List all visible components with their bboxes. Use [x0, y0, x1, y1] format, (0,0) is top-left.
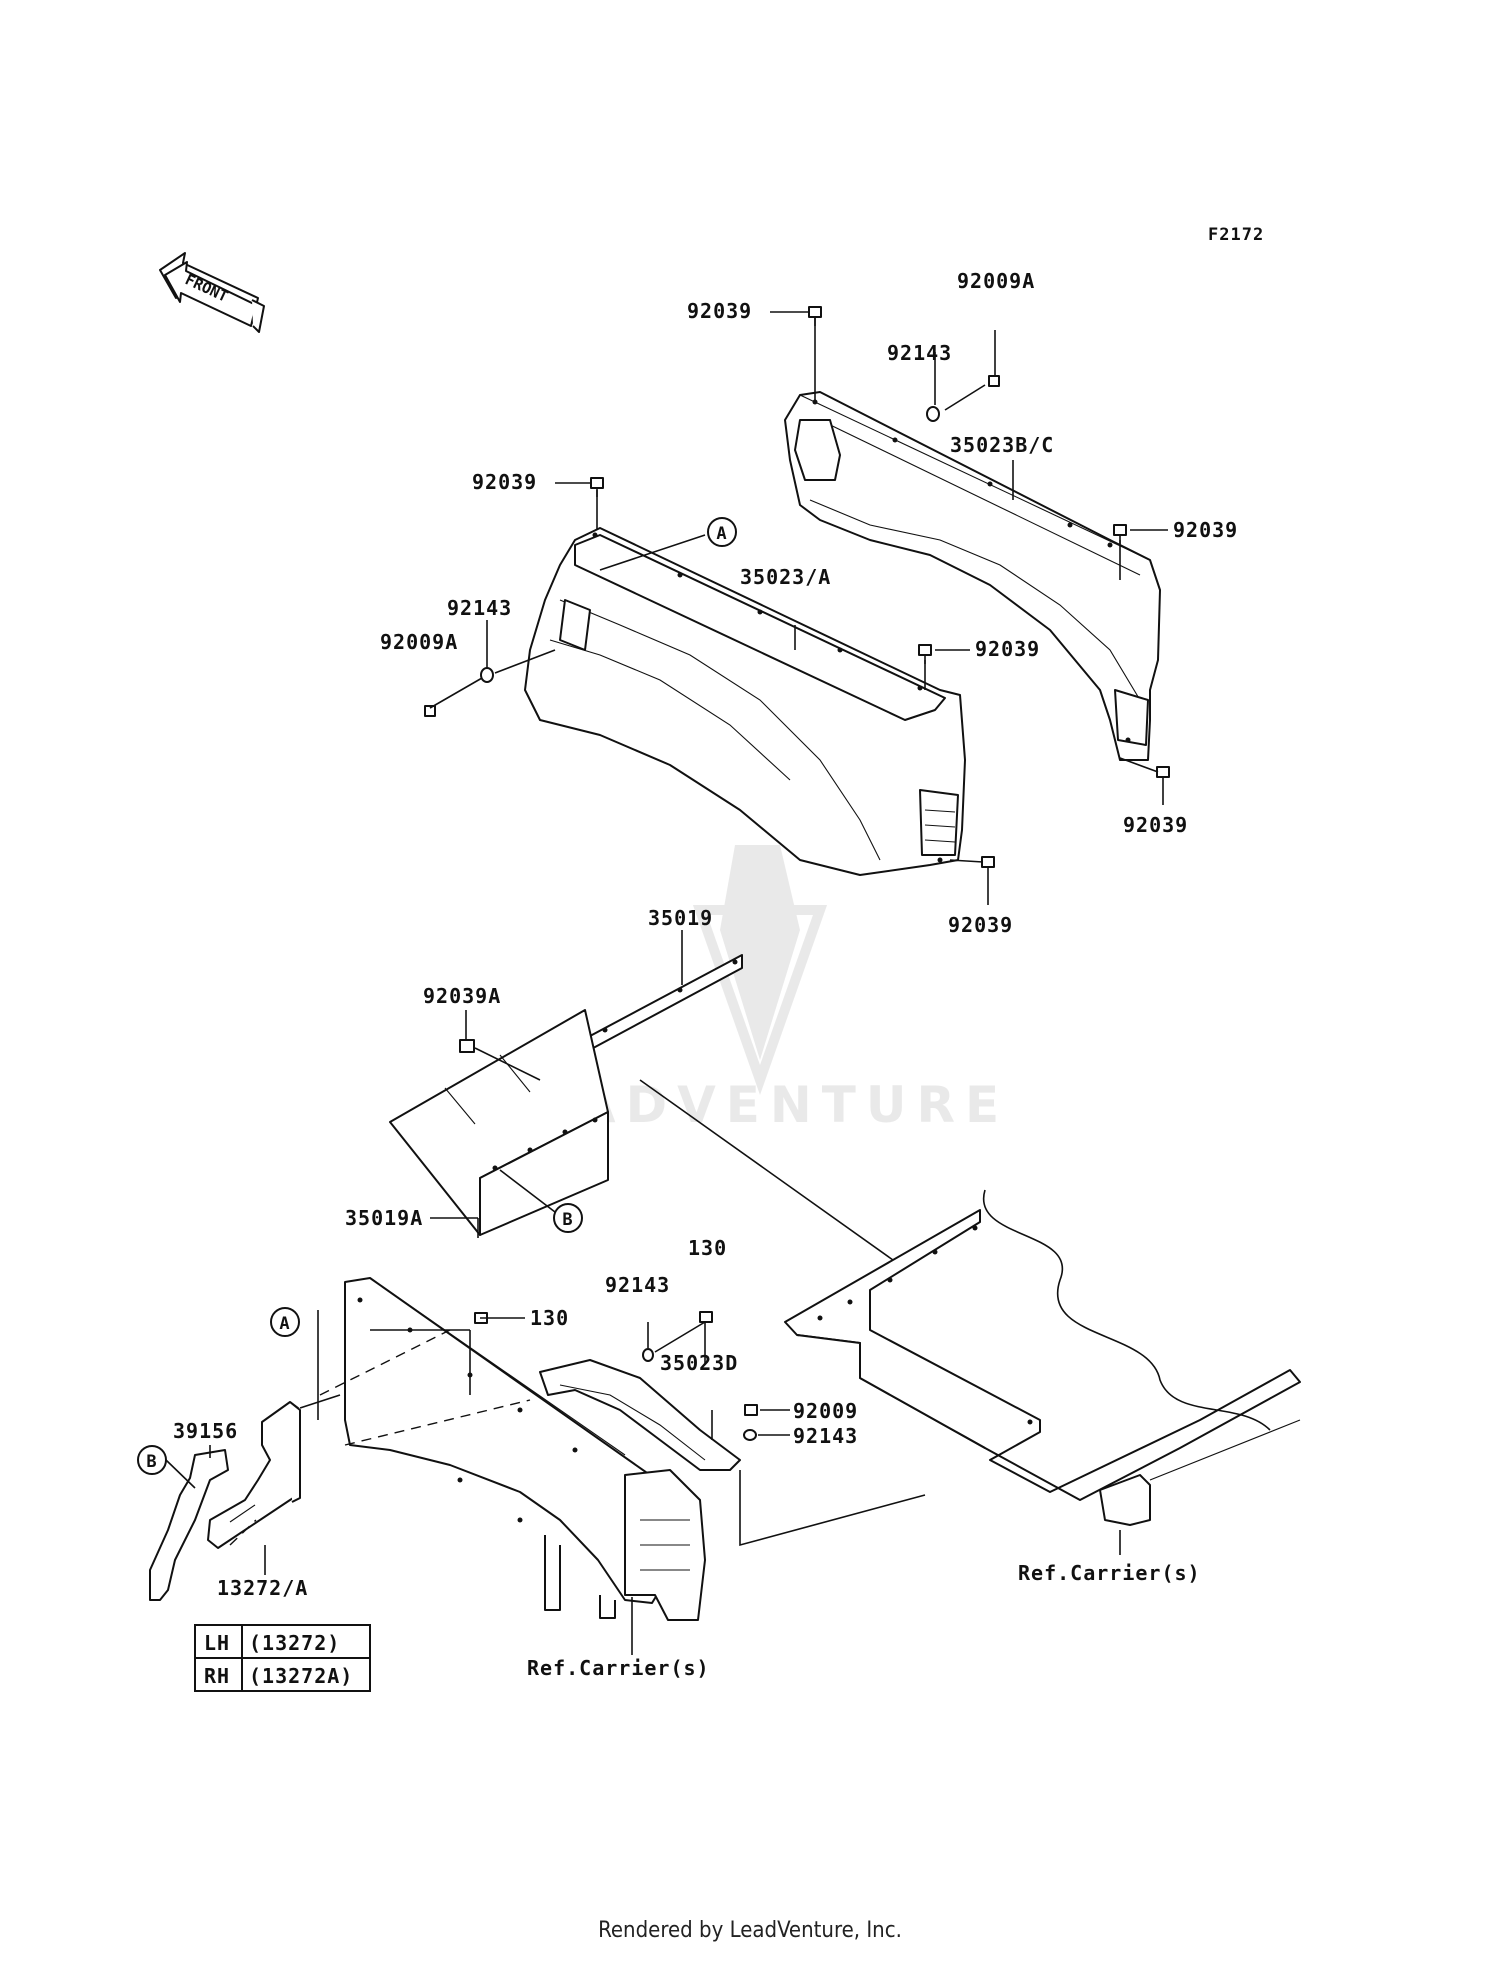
leader-lines-lower — [165, 1310, 1121, 1655]
washer-icon — [642, 1348, 654, 1362]
label-92009a: 92009A — [380, 630, 458, 654]
leader-lines-middle — [430, 930, 901, 1266]
label-130: 130 — [530, 1306, 569, 1330]
table-part-lh: (13272) — [249, 1631, 340, 1655]
label-13272a: 13272/A — [217, 1576, 308, 1600]
table-part-rh: (13272A) — [249, 1664, 353, 1688]
svg-text:B: B — [146, 1452, 157, 1472]
callout-b-lower: B — [137, 1445, 167, 1475]
label-92143: 92143 — [793, 1424, 858, 1448]
label-130: 130 — [688, 1236, 727, 1260]
washer-icon — [480, 667, 494, 683]
part-39156-drawing — [149, 1449, 229, 1601]
label-92039a: 92039A — [423, 984, 501, 1008]
label-39156: 39156 — [173, 1419, 238, 1443]
label-35023bc: 35023B/C — [950, 433, 1054, 457]
clip-icon — [459, 1039, 475, 1053]
front-arrow-icon: FRONT — [159, 252, 265, 333]
label-35023a: 35023/A — [740, 565, 831, 589]
bolt-icon — [1156, 766, 1170, 778]
label-35019a: 35019A — [345, 1206, 423, 1230]
label-92039: 92039 — [687, 299, 752, 323]
fastener-icons — [424, 306, 1170, 1441]
label-92009: 92009 — [793, 1399, 858, 1423]
label-92143: 92143 — [447, 596, 512, 620]
label-92039: 92039 — [975, 637, 1040, 661]
washer-icon — [743, 1429, 757, 1441]
label-35019: 35019 — [648, 906, 713, 930]
screw-icon — [988, 375, 1000, 387]
side-variant-table: LH (13272) RH (13272A) — [194, 1624, 371, 1692]
fender-front-left-drawing — [524, 527, 966, 876]
label-92143: 92143 — [887, 341, 952, 365]
part-35019a-panel-drawing — [389, 1009, 609, 1236]
bolt-icon — [1113, 524, 1127, 544]
table-side-lh: LH — [204, 1631, 230, 1655]
carrier-frame-right-drawing — [784, 1189, 1301, 1526]
label-92039: 92039 — [1173, 518, 1238, 542]
washer-icon — [926, 406, 940, 422]
label-92039: 92039 — [472, 470, 537, 494]
flame-v-logo-icon — [692, 845, 828, 1096]
screw-icon — [744, 1404, 758, 1416]
part-35023d-flap-drawing — [539, 1359, 741, 1471]
figure-code: F2172 — [1208, 225, 1264, 245]
label-92009a: 92009A — [957, 269, 1035, 293]
label-92039: 92039 — [948, 913, 1013, 937]
callout-b-middle: B — [553, 1203, 583, 1233]
render-credit: Rendered by LeadVenture, Inc. — [598, 1918, 902, 1943]
label-ref-carrier: Ref.Carrier(s) — [527, 1656, 710, 1680]
part-13272-drawing — [207, 1401, 301, 1549]
callout-a-upper: A — [707, 517, 737, 547]
label-92039: 92039 — [1123, 813, 1188, 837]
bolt-icon — [699, 1311, 713, 1323]
fender-rear-right-drawing — [784, 391, 1161, 761]
svg-text:B: B — [562, 1210, 573, 1230]
part-labels: 92039 92009A 92143 35023B/C 92039 92039 … — [173, 269, 1238, 1680]
label-92143: 92143 — [605, 1273, 670, 1297]
table-side-rh: RH — [204, 1664, 230, 1688]
screw-icon — [424, 705, 436, 717]
inner-fender-lower-drawing — [344, 1277, 706, 1621]
svg-text:A: A — [716, 524, 727, 544]
bolt-icon — [981, 856, 995, 868]
callout-a-lower: A — [270, 1307, 300, 1337]
leader-lines-upper — [429, 311, 1168, 905]
svg-text:A: A — [279, 1314, 290, 1334]
label-ref-carrier: Ref.Carrier(s) — [1018, 1561, 1201, 1585]
label-35023d: 35023D — [660, 1351, 738, 1375]
